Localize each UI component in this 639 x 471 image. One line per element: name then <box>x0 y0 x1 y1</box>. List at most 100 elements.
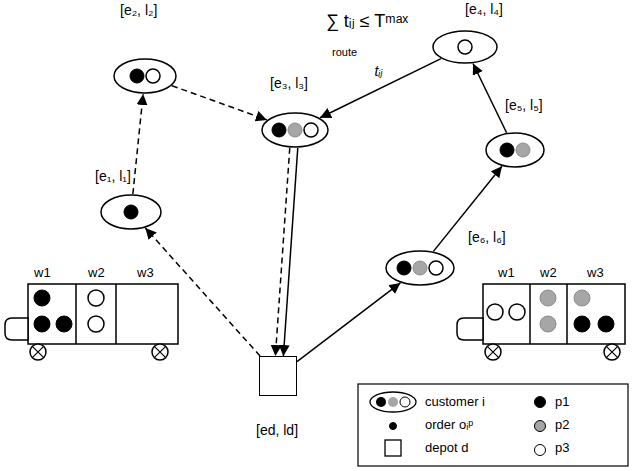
truck-cab <box>5 318 28 340</box>
order-dot <box>509 304 525 320</box>
customer-outline <box>485 132 545 168</box>
order-dot <box>56 316 72 332</box>
order-dot <box>34 290 50 306</box>
order-dot <box>429 261 443 275</box>
customer-outline <box>261 112 329 148</box>
order-dot <box>487 304 503 320</box>
solid-route-arrow <box>320 59 441 118</box>
order-dot <box>516 143 530 157</box>
customer-ellipse <box>433 31 497 63</box>
truck-cab <box>457 318 483 340</box>
sum-subscript: route <box>332 46 357 58</box>
customer-node: [e₃, l₃] <box>261 112 329 148</box>
order-dot <box>34 316 50 332</box>
time-window-label: [e₄, l₄] <box>465 2 503 17</box>
wheel-cross <box>154 346 165 357</box>
legend-text: p1 <box>555 395 569 409</box>
order-dot <box>540 316 556 332</box>
dashed-route-arrow <box>275 148 289 356</box>
compartment-label: w3 <box>587 266 604 280</box>
wheel-cross <box>606 346 617 357</box>
legend-text: depot d <box>425 441 468 455</box>
compartment-label: w2 <box>88 266 105 280</box>
legend-text: p2 <box>555 418 569 432</box>
legend-text: p3 <box>555 441 569 455</box>
truck-wheel <box>604 344 620 360</box>
order-dot <box>397 261 411 275</box>
customer-ellipse <box>101 195 161 229</box>
dashed-route-arrow <box>133 94 143 194</box>
solid-route-arrow <box>297 283 400 362</box>
truck-body <box>28 284 178 344</box>
wheel-cross <box>32 346 43 357</box>
customer-ellipse <box>262 113 328 147</box>
wheel-cross <box>487 346 498 357</box>
customer-outline <box>100 194 162 230</box>
truck-wheel <box>485 344 501 360</box>
order-dot <box>540 290 556 306</box>
order-dot <box>88 290 104 306</box>
compartment-label: w1 <box>498 266 515 280</box>
order-dot <box>130 69 144 83</box>
time-window-label: [ed, ld] <box>256 423 298 438</box>
customer-node: [e₁, l₁] <box>100 194 162 230</box>
order-dot <box>146 69 160 83</box>
order-dot <box>88 316 104 332</box>
order-dot <box>124 205 138 219</box>
time-window-label: [e₂, l₂] <box>120 3 157 18</box>
order-dot <box>458 40 472 54</box>
customer-ellipse <box>386 251 454 285</box>
legend-customer-sample <box>370 392 416 412</box>
solid-route-arrow <box>473 63 507 132</box>
truck-wheel <box>152 344 168 360</box>
compartment-label: w1 <box>34 266 51 280</box>
compartment-divider <box>75 284 77 344</box>
time-window-label: [e₁, l₁] <box>95 169 131 184</box>
truck-body <box>483 284 625 344</box>
compartment-divider <box>115 284 117 344</box>
legend-sample-dot <box>400 397 410 407</box>
time-window-label: [e₆, l₆] <box>468 230 506 245</box>
truck-wheel <box>30 344 46 360</box>
customer-outline <box>432 30 498 64</box>
legend-sample-dot <box>376 397 386 407</box>
legend-swatch <box>534 420 546 432</box>
order-dot <box>574 316 590 332</box>
solid-route-arrow <box>283 148 297 356</box>
compartment-label: w2 <box>540 266 557 280</box>
customer-outline <box>113 58 177 94</box>
legend-swatch <box>534 444 546 456</box>
compartment-divider <box>529 284 531 344</box>
time-window-label: [e₅, l₅] <box>505 98 543 113</box>
order-dot <box>500 143 514 157</box>
customer-node: [e₅, l₅] <box>485 132 545 168</box>
legend-swatch <box>534 396 546 408</box>
customer-node: [e₂, l₂] <box>113 58 177 94</box>
dashed-route-arrow <box>172 86 267 120</box>
route-constraint: ∑ tᵢⱼ ≤ Tᵐᵃˣ <box>326 12 408 32</box>
depot-node: [ed, ld] <box>259 356 297 396</box>
compartment-label: w3 <box>137 266 154 280</box>
legend-swatch <box>389 422 397 430</box>
order-dot <box>304 123 318 137</box>
order-dot <box>574 290 590 306</box>
order-dot <box>413 261 427 275</box>
order-dot <box>598 316 614 332</box>
dashed-route-arrow <box>145 228 260 356</box>
customer-node: [e₄, l₄] <box>432 30 498 64</box>
travel-time-label: tᵢⱼ <box>375 64 383 79</box>
legend-frame <box>358 384 628 466</box>
customer-ellipse <box>114 59 176 93</box>
customer-ellipse <box>486 133 544 167</box>
compartment-divider <box>566 284 568 344</box>
legend-text: customer i <box>425 395 485 409</box>
customer-node: [e₆, l₆] <box>385 250 455 286</box>
order-dot <box>272 123 286 137</box>
order-dot <box>288 123 302 137</box>
legend-text: order oᵢᵖ <box>425 418 473 432</box>
time-window-label: [e₃, l₃] <box>270 76 308 91</box>
